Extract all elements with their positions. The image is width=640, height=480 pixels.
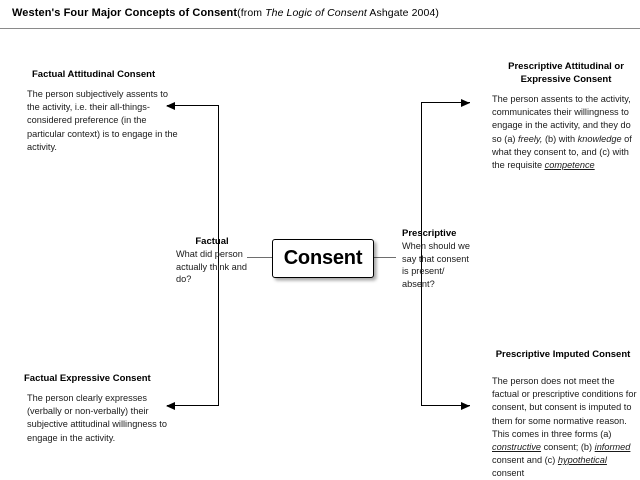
emphasis-informed: informed	[594, 442, 631, 453]
connector-stub-right	[372, 257, 396, 259]
connector-bottom-right-lead	[421, 405, 470, 407]
branch-question-prescriptive: When should we say that consent is prese…	[402, 241, 470, 289]
text-segment: The person assents to the activity, comm…	[492, 94, 631, 144]
text-segment: consent; (b)	[541, 442, 595, 453]
connector-right-spine	[421, 103, 423, 406]
branch-label-prescriptive: Prescriptive	[402, 228, 457, 239]
page-title-source-prefix: (from	[237, 7, 266, 19]
connector-top-right-lead	[421, 102, 470, 104]
header-divider	[0, 28, 640, 29]
node-heading-prescriptive-attitudinal: Prescriptive Attitudinal or Expressive C…	[508, 61, 624, 85]
emphasis-hypothetical: hypothetical	[557, 455, 607, 466]
page-title-source-italic: The Logic of Consent	[265, 7, 367, 19]
central-consent-label: Consent	[283, 247, 363, 269]
node-body-prescriptive-imputed: The person does not meet the factual or …	[492, 375, 639, 480]
node-body-prescriptive-attitudinal: The person assents to the activity, comm…	[492, 93, 638, 172]
connector-bottom-left-lead	[167, 405, 219, 407]
page-title-source-suffix: Ashgate 2004)	[366, 7, 439, 19]
arrow-right-icon	[461, 98, 470, 107]
node-heading-prescriptive-imputed: Prescriptive Imputed Consent	[495, 349, 631, 360]
arrow-left-icon	[166, 401, 175, 410]
text-segment: consent	[492, 468, 525, 479]
emphasis-constructive: constructive	[492, 442, 542, 453]
node-heading-factual-attitudinal: Factual Attitudinal Consent	[32, 69, 156, 80]
node-body-factual-attitudinal: The person subjectively assents to the a…	[27, 89, 178, 152]
text-segment: consent and (c)	[492, 455, 558, 466]
connector-left-spine	[218, 106, 220, 406]
node-body-factual-expressive: The person clearly expresses (verbally o…	[27, 393, 167, 443]
emphasis-competence: competence	[544, 160, 595, 171]
central-consent-node: Consent	[272, 239, 374, 278]
connector-stub-left	[247, 257, 273, 259]
text-segment: The person does not meet the factual or …	[492, 376, 637, 439]
emphasis-freely: freely,	[518, 133, 543, 144]
page-title: Westen's Four Major Concepts of Consent(…	[12, 7, 439, 19]
text-segment: (b) with	[542, 133, 578, 144]
emphasis-knowledge: knowledge	[577, 133, 622, 144]
page-title-main: Westen's Four Major Concepts of Consent	[12, 7, 238, 19]
text-segment: of what they consent to, and (c) with th…	[492, 133, 632, 171]
branch-label-factual: Factual	[195, 236, 229, 247]
branch-question-factual: What did person actually think and do?	[176, 249, 247, 285]
connector-top-left-lead	[167, 105, 219, 107]
arrow-right-icon	[461, 401, 470, 410]
node-heading-factual-expressive: Factual Expressive Consent	[24, 373, 151, 384]
arrow-left-icon	[166, 101, 175, 110]
